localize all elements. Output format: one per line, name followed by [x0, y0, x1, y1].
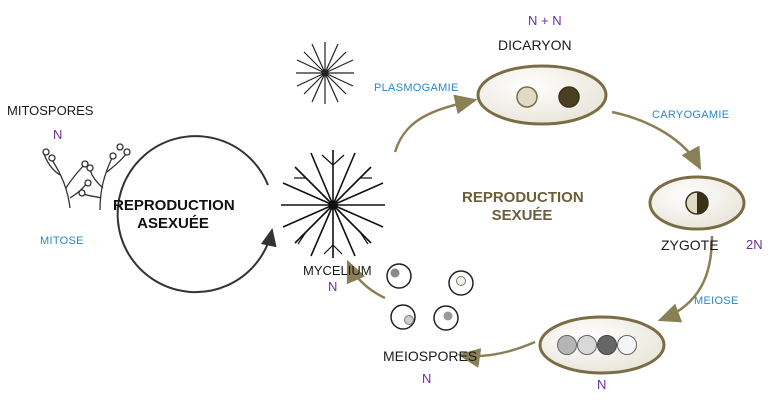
asexual-title-line2: ASEXUÉE	[137, 215, 209, 232]
meiose-label: MEIOSE	[694, 295, 739, 307]
asexual-title-line1: REPRODUCTION	[113, 197, 235, 214]
meiospores-ploidy: N	[422, 371, 432, 386]
asexual-cycle	[116, 135, 277, 294]
caryogamie-label: CARYOGAMIE	[652, 109, 730, 121]
mycelium-ploidy: N	[328, 279, 338, 294]
mycelium-small-drawing	[296, 42, 354, 104]
meiospores-drawing	[386, 263, 474, 331]
sexual-title-line1: REPRODUCTION	[462, 189, 584, 206]
mitospores-drawing	[42, 143, 131, 211]
mitospores-label: MITOSPORES	[7, 103, 94, 118]
mycelium-large-drawing	[281, 150, 385, 258]
meiosis-cell	[538, 315, 666, 375]
mitose-label: MITOSE	[40, 235, 84, 247]
zygote-ploidy: 2N	[746, 237, 763, 252]
sexual-title-line2: SEXUÉE	[491, 207, 553, 224]
dicaryon-cell	[476, 64, 608, 126]
dicaryon-label: DICARYON	[498, 37, 572, 53]
sexual-reproduction-title: REPRODUCTION SEXUÉE	[462, 189, 584, 225]
sexual-cycle-arrows	[346, 94, 714, 368]
zygote-cell	[648, 175, 746, 231]
mycelium-label: MYCELIUM	[303, 263, 372, 278]
asexual-reproduction-title: REPRODUCTION ASEXUÉE	[113, 197, 235, 233]
meiospores-label: MEIOSPORES	[383, 348, 478, 364]
dicaryon-ploidy: N + N	[528, 13, 562, 28]
meiose-ploidy: N	[597, 377, 607, 392]
mitospores-ploidy: N	[53, 127, 63, 142]
zygote-label: ZYGOTE	[661, 237, 719, 253]
plasmogamie-label: PLASMOGAMIE	[374, 82, 459, 94]
